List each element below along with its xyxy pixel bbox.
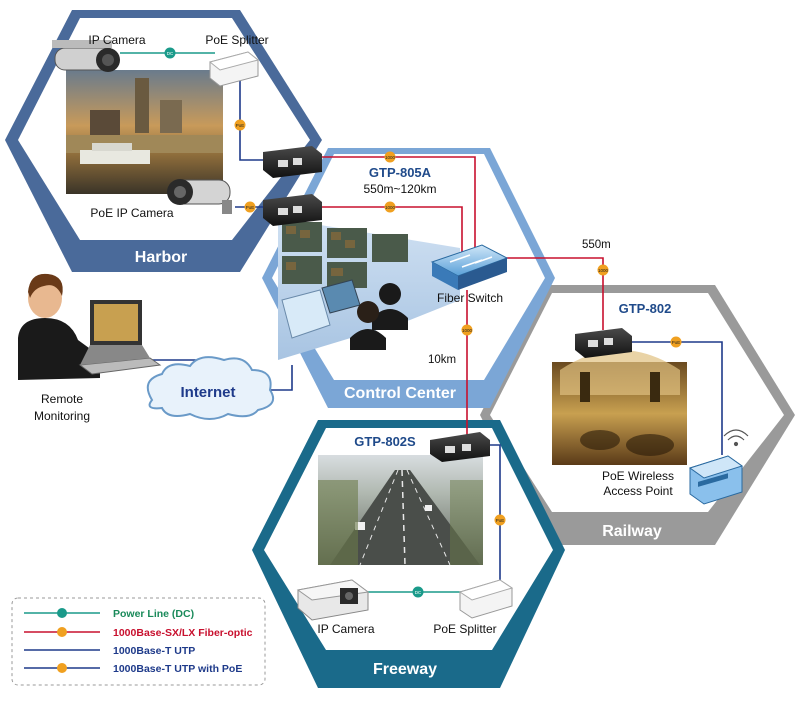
badge-poe-railway: PoE — [670, 336, 682, 348]
remote-monitoring-label-line2: Monitoring — [34, 409, 90, 423]
harbor-zone-title: Harbor — [135, 249, 187, 266]
gtp-805a-converter-2-icon — [263, 194, 322, 226]
internet-control-line — [270, 365, 293, 391]
fiber-conv2-switch — [320, 206, 463, 252]
control-center-zone-title: Control Center — [344, 385, 456, 402]
badge-dc-freeway: DC — [412, 586, 424, 598]
distance-railway: 550m — [582, 239, 611, 251]
connection-badges: DC PoE PoE 1000 1000 1000 1000 PoE — [164, 47, 682, 598]
fiber-switch-label: Fiber Switch — [437, 291, 503, 305]
gtp-805a-converter-1-icon — [263, 146, 322, 178]
badge-fiber-freeway: 1000 — [461, 324, 473, 336]
gtp-802s-converter-icon — [430, 432, 490, 462]
badge-fiber-railway: 1000 — [597, 264, 609, 276]
badge-poe-harbor: PoE — [234, 119, 246, 131]
svg-text:Power Line (DC): Power Line (DC) — [113, 608, 194, 620]
wireless-signal-icon — [723, 429, 749, 447]
svg-text:1000: 1000 — [462, 328, 473, 333]
gtp-802s-label: GTP-802S — [354, 434, 416, 449]
svg-text:PoE: PoE — [496, 518, 505, 523]
freeway-ip-camera-icon — [296, 579, 370, 621]
harbor-poe-ip-camera-icon — [167, 179, 232, 214]
freeway-zone-title: Freeway — [373, 661, 437, 678]
freeway-poe-line — [490, 444, 501, 590]
svg-text:PoE: PoE — [236, 123, 245, 128]
legend-item-fiber: 1000Base-SX/LX Fiber-optic — [24, 627, 253, 639]
legend-item-utp-poe: 1000Base-T UTP with PoE — [24, 663, 242, 675]
svg-text:1000: 1000 — [598, 268, 609, 273]
gtp-802-label: GTP-802 — [619, 301, 672, 316]
control-center-zone: Control Center GTP-805A 550m — [262, 148, 555, 408]
distance-freeway: 10km — [428, 354, 456, 366]
gtp-805a-label: GTP-805A — [369, 165, 432, 180]
poe-wireless-ap-label-line2: Access Point — [603, 484, 673, 498]
freeway-ip-camera-label: IP Camera — [317, 622, 374, 636]
freeway-poe-splitter-label: PoE Splitter — [433, 622, 496, 636]
internet-cloud-icon — [146, 356, 274, 420]
remote-monitoring-label-line1: Remote — [41, 392, 83, 406]
poe-wireless-ap-label-line1: PoE Wireless — [602, 469, 674, 483]
svg-text:1000: 1000 — [385, 205, 396, 210]
railway-photo — [552, 350, 687, 465]
railway-zone-title: Railway — [602, 523, 662, 540]
svg-text:1000Base-SX/LX Fiber-optic: 1000Base-SX/LX Fiber-optic — [113, 627, 253, 639]
harbor-ip-camera-icon — [52, 40, 120, 72]
railway-poe-line — [622, 341, 723, 455]
poe-wireless-ap-icon — [688, 455, 744, 505]
harbor-poe-splitter-label: PoE Splitter — [205, 33, 268, 47]
freeway-poe-splitter-icon — [458, 579, 514, 619]
badge-poe-harbor-2: PoE — [244, 201, 256, 213]
legend: Power Line (DC) 1000Base-SX/LX Fiber-opt… — [11, 597, 266, 686]
svg-text:DC: DC — [167, 51, 174, 56]
badge-poe-freeway: PoE — [494, 514, 506, 526]
svg-text:1000Base-T UTP with PoE: 1000Base-T UTP with PoE — [113, 663, 242, 675]
remote-user-icon — [18, 273, 100, 380]
gtp-805a-range: 550m~120km — [363, 182, 436, 196]
freeway-zone: Freeway — [252, 420, 565, 688]
harbor-poe-line — [239, 80, 265, 161]
railway-zone: Railway — [480, 285, 795, 545]
svg-text:1000Base-T UTP: 1000Base-T UTP — [113, 645, 195, 657]
legend-item-utp: 1000Base-T UTP — [24, 645, 195, 657]
gtp-802-converter-icon — [575, 328, 632, 358]
internet-label: Internet — [180, 384, 235, 401]
harbor-poe-splitter-icon — [208, 51, 260, 87]
fiber-switch-icon — [430, 244, 509, 290]
control-room-photo — [278, 218, 460, 360]
badge-dc-harbor: DC — [164, 47, 176, 59]
laptop-icon — [78, 300, 162, 375]
freeway-photo — [318, 455, 483, 566]
harbor-photo — [66, 70, 223, 194]
legend-item-power-line: Power Line (DC) — [24, 608, 194, 620]
svg-text:1000: 1000 — [385, 155, 396, 160]
badge-fiber-2: 1000 — [384, 201, 396, 213]
svg-text:PoE: PoE — [246, 205, 255, 210]
svg-text:PoE: PoE — [672, 340, 681, 345]
svg-text:DC: DC — [415, 590, 422, 595]
harbor-zone: Harbor — [5, 10, 322, 272]
badge-fiber-1: 1000 — [384, 151, 396, 163]
fiber-switch-railway — [505, 257, 604, 330]
fiber-conv1-switch — [320, 156, 476, 250]
harbor-ip-camera-label: IP Camera — [88, 33, 145, 47]
harbor-poe-ip-camera-label: PoE IP Camera — [90, 206, 173, 220]
